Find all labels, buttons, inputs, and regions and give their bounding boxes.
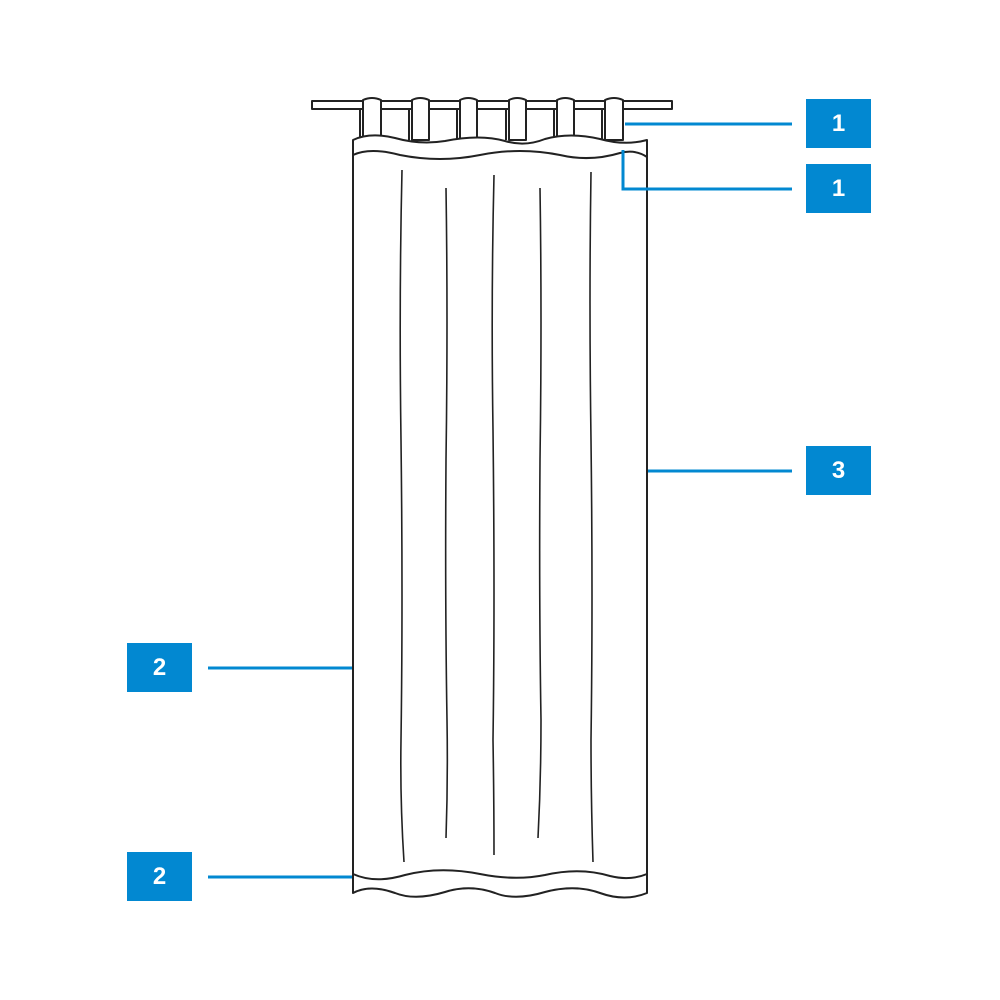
callout-badge-tabs: 1 xyxy=(806,99,871,148)
curtain-tabs xyxy=(359,97,624,141)
curtain-panel xyxy=(352,134,648,899)
curtain-folds xyxy=(399,169,594,863)
callout-badge-header: 1 xyxy=(806,164,871,213)
callout-leaders xyxy=(208,122,792,879)
callout-badge-side: 3 xyxy=(806,446,871,495)
callout-badge-panel: 2 xyxy=(127,643,192,692)
curtain-rod xyxy=(311,100,673,110)
callout-badge-hem: 2 xyxy=(127,852,192,901)
